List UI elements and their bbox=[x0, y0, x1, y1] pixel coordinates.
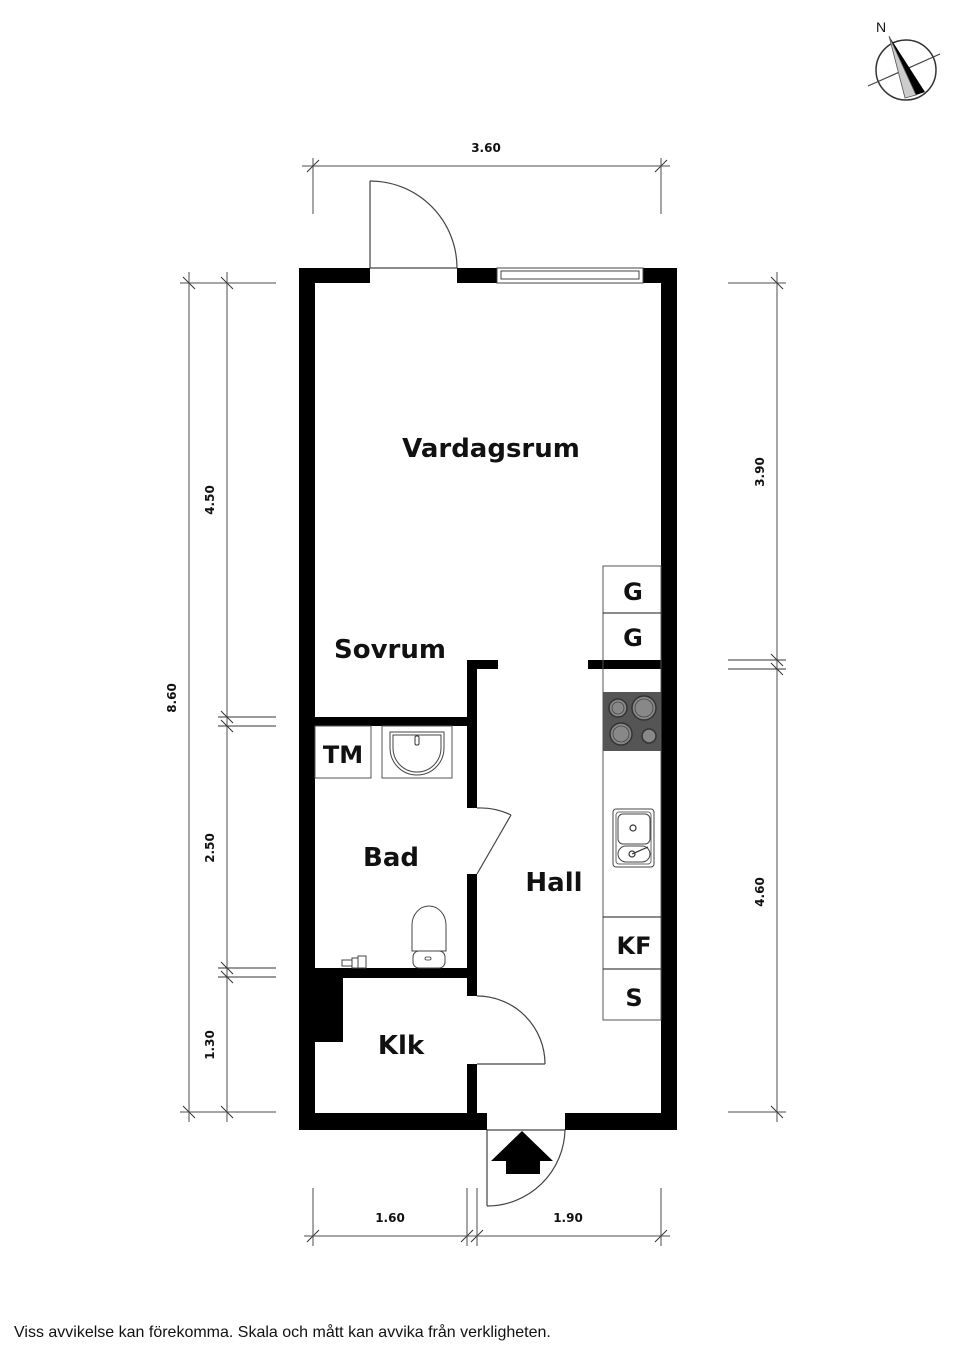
room-label-hall: Hall bbox=[525, 868, 582, 898]
floor-drain-icon bbox=[341, 955, 367, 969]
dimension-right: 3.90 4.60 bbox=[728, 272, 786, 1122]
washbasin-icon bbox=[381, 725, 453, 779]
entrance-arrow-icon bbox=[491, 1131, 553, 1174]
dimension-bottom-left-label: 1.60 bbox=[375, 1211, 405, 1225]
dimension-left-upper-label: 4.50 bbox=[203, 485, 217, 515]
dimension-right-lower-label: 4.60 bbox=[753, 877, 767, 907]
kitchen-sink-icon bbox=[612, 808, 655, 868]
stove-icon bbox=[603, 692, 661, 751]
dimension-left-total-label: 8.60 bbox=[165, 683, 179, 713]
fixture-label-tm: TM bbox=[323, 741, 363, 769]
dimension-bottom-right-label: 1.90 bbox=[553, 1211, 583, 1225]
bathroom-door bbox=[476, 807, 512, 875]
kitchen-counter bbox=[602, 565, 662, 1021]
fixture-label-s: S bbox=[625, 984, 642, 1012]
room-label-vardagsrum: Vardagsrum bbox=[402, 434, 580, 464]
interior-walls bbox=[299, 660, 677, 1124]
toilet-icon bbox=[411, 905, 447, 969]
exterior-walls bbox=[299, 268, 677, 1130]
window bbox=[496, 267, 644, 284]
balcony-door bbox=[369, 180, 458, 269]
fixture-label-kf: KF bbox=[617, 932, 652, 960]
room-label-sovrum: Sovrum bbox=[334, 635, 446, 665]
room-label-klk: Klk bbox=[378, 1031, 425, 1061]
disclaimer-text: Viss avvikelse kan förekomma. Skala och … bbox=[14, 1324, 551, 1341]
dimension-left: 8.60 4.50 2.50 1.30 bbox=[165, 272, 276, 1122]
dimension-top-label: 3.60 bbox=[471, 141, 501, 155]
room-label-bad: Bad bbox=[363, 843, 419, 873]
entrance-door bbox=[486, 1129, 566, 1207]
north-arrow-icon: N bbox=[867, 19, 941, 101]
dimension-right-upper-label: 3.90 bbox=[753, 457, 767, 487]
washing-machine-box: TM bbox=[314, 725, 372, 779]
dimension-top-width: 3.60 bbox=[302, 141, 670, 214]
fixture-label-g-upper: G bbox=[623, 578, 643, 606]
fixture-label-g-lower: G bbox=[623, 624, 643, 652]
dimension-left-lower-label: 1.30 bbox=[203, 1030, 217, 1060]
compass-north-label: N bbox=[876, 19, 886, 35]
closet-door bbox=[476, 995, 546, 1065]
dimension-left-middle-label: 2.50 bbox=[203, 833, 217, 863]
dimension-bottom: 1.60 1.90 bbox=[304, 1188, 670, 1246]
